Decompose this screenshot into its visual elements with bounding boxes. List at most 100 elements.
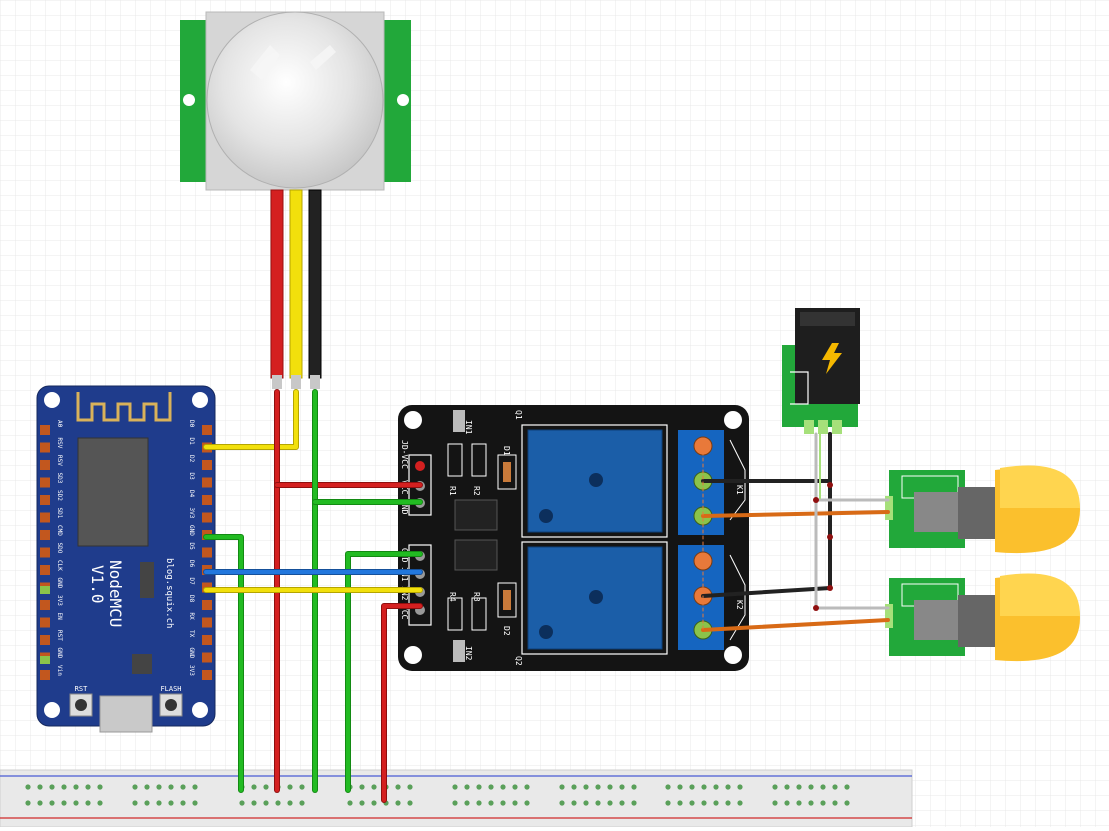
component-label: IN2	[464, 646, 473, 661]
pir-leads	[270, 189, 322, 389]
breadboard-hole	[784, 800, 790, 806]
header-pin-right	[202, 617, 212, 628]
breadboard-hole	[168, 784, 174, 790]
nodemcu-title: NodeMCU	[106, 560, 125, 627]
breadboard-holes	[25, 784, 850, 806]
breadboard-hole	[97, 784, 103, 790]
header-pin-right	[202, 600, 212, 610]
breadboard-hole	[85, 800, 91, 806]
breadboard-hole	[168, 800, 174, 806]
breadboard-hole	[737, 784, 743, 790]
pin-label: SDO	[56, 543, 63, 554]
breadboard-hole	[844, 800, 850, 806]
nodemcu-pins-right	[202, 425, 212, 680]
header-pin-left	[40, 477, 50, 488]
header-pin-right	[202, 512, 212, 523]
component-label: Q2	[514, 656, 523, 666]
header-pin-left	[40, 635, 50, 645]
optocoupler-1	[454, 499, 498, 531]
pin-label: A0	[56, 420, 63, 428]
breadboard-hole	[395, 800, 401, 806]
breadboard-hole	[49, 800, 55, 806]
lightning-icon	[822, 343, 842, 374]
breadboard-hole	[500, 800, 506, 806]
breadboard-hole	[832, 784, 838, 790]
header-pin-left	[40, 565, 50, 575]
breadboard-hole	[347, 800, 353, 806]
header-pin-left	[40, 442, 50, 453]
pin-label: GND	[56, 578, 63, 589]
active-pin	[40, 586, 50, 594]
breadboard-hole	[359, 784, 365, 790]
pir-mount-hole-right	[397, 94, 409, 106]
pin-label: D3	[188, 473, 195, 481]
component-label: R3	[472, 592, 481, 602]
breadboard-hole	[37, 784, 43, 790]
pin-label: D6	[188, 560, 195, 568]
wire-lamp1-live	[701, 510, 890, 518]
breadboard-hole	[359, 800, 365, 806]
breadboard-hole	[571, 800, 577, 806]
breadboard-hole	[500, 784, 506, 790]
pin-label: RSV	[56, 438, 63, 449]
component-label: R4	[448, 592, 457, 602]
breadboard-hole	[631, 784, 637, 790]
pin-label: EN	[56, 613, 63, 621]
pin-label: D1	[188, 438, 195, 446]
breadboard-hole	[725, 784, 731, 790]
breadboard-hole	[713, 800, 719, 806]
pin-label: D2	[188, 455, 195, 463]
breadboard-hole	[844, 784, 850, 790]
breadboard-hole	[85, 784, 91, 790]
breadboard-hole	[488, 784, 494, 790]
breadboard-hole	[239, 800, 245, 806]
pin-label: CLK	[56, 560, 63, 571]
breadboard-hole	[701, 784, 707, 790]
header-pin-left	[40, 512, 50, 523]
breadboard-hole	[49, 784, 55, 790]
header-pin-right	[202, 477, 212, 488]
lamp-1	[885, 465, 1080, 554]
flash-label: FLASH	[160, 685, 181, 693]
breadboard-hole	[464, 784, 470, 790]
pin-label: SD3	[56, 473, 63, 484]
optocoupler-2	[454, 539, 498, 571]
pin-label: RSV	[56, 455, 63, 466]
breadboard-hole	[61, 800, 67, 806]
pin-label: GND	[56, 648, 63, 659]
breadboard-hole	[583, 800, 589, 806]
component-label: Q1	[514, 410, 523, 420]
relay-in2-label: IN2	[400, 586, 409, 601]
pin-label: CMD	[56, 525, 63, 536]
wires	[203, 389, 890, 803]
breadboard-hole	[796, 800, 802, 806]
k2-label: K2	[735, 600, 744, 610]
breadboard-hole	[452, 800, 458, 806]
header-pin-left	[40, 670, 50, 680]
breadboard-hole	[251, 784, 257, 790]
breadboard-hole	[488, 800, 494, 806]
pin-label: 3V3	[188, 665, 195, 676]
header-pin-right	[202, 460, 212, 470]
nodemcu-pins-left	[40, 425, 50, 680]
breadboard-hole	[619, 784, 625, 790]
pin-label: D7	[188, 578, 195, 586]
pin-label: SD1	[56, 508, 63, 519]
pin-label: 3V3	[56, 595, 63, 606]
breadboard-hole	[61, 784, 67, 790]
breadboard-hole	[524, 784, 530, 790]
breadboard-hole	[371, 784, 377, 790]
lamp-2	[885, 573, 1080, 662]
breadboard-hole	[607, 800, 613, 806]
breadboard-hole	[395, 784, 401, 790]
breadboard-hole	[595, 784, 601, 790]
breadboard-hole	[820, 800, 826, 806]
component-label: IN1	[464, 420, 473, 435]
breadboard-hole	[559, 800, 565, 806]
breadboard-hole	[452, 784, 458, 790]
breadboard-hole	[701, 800, 707, 806]
breadboard-hole	[571, 784, 577, 790]
pir-dome	[206, 11, 384, 189]
